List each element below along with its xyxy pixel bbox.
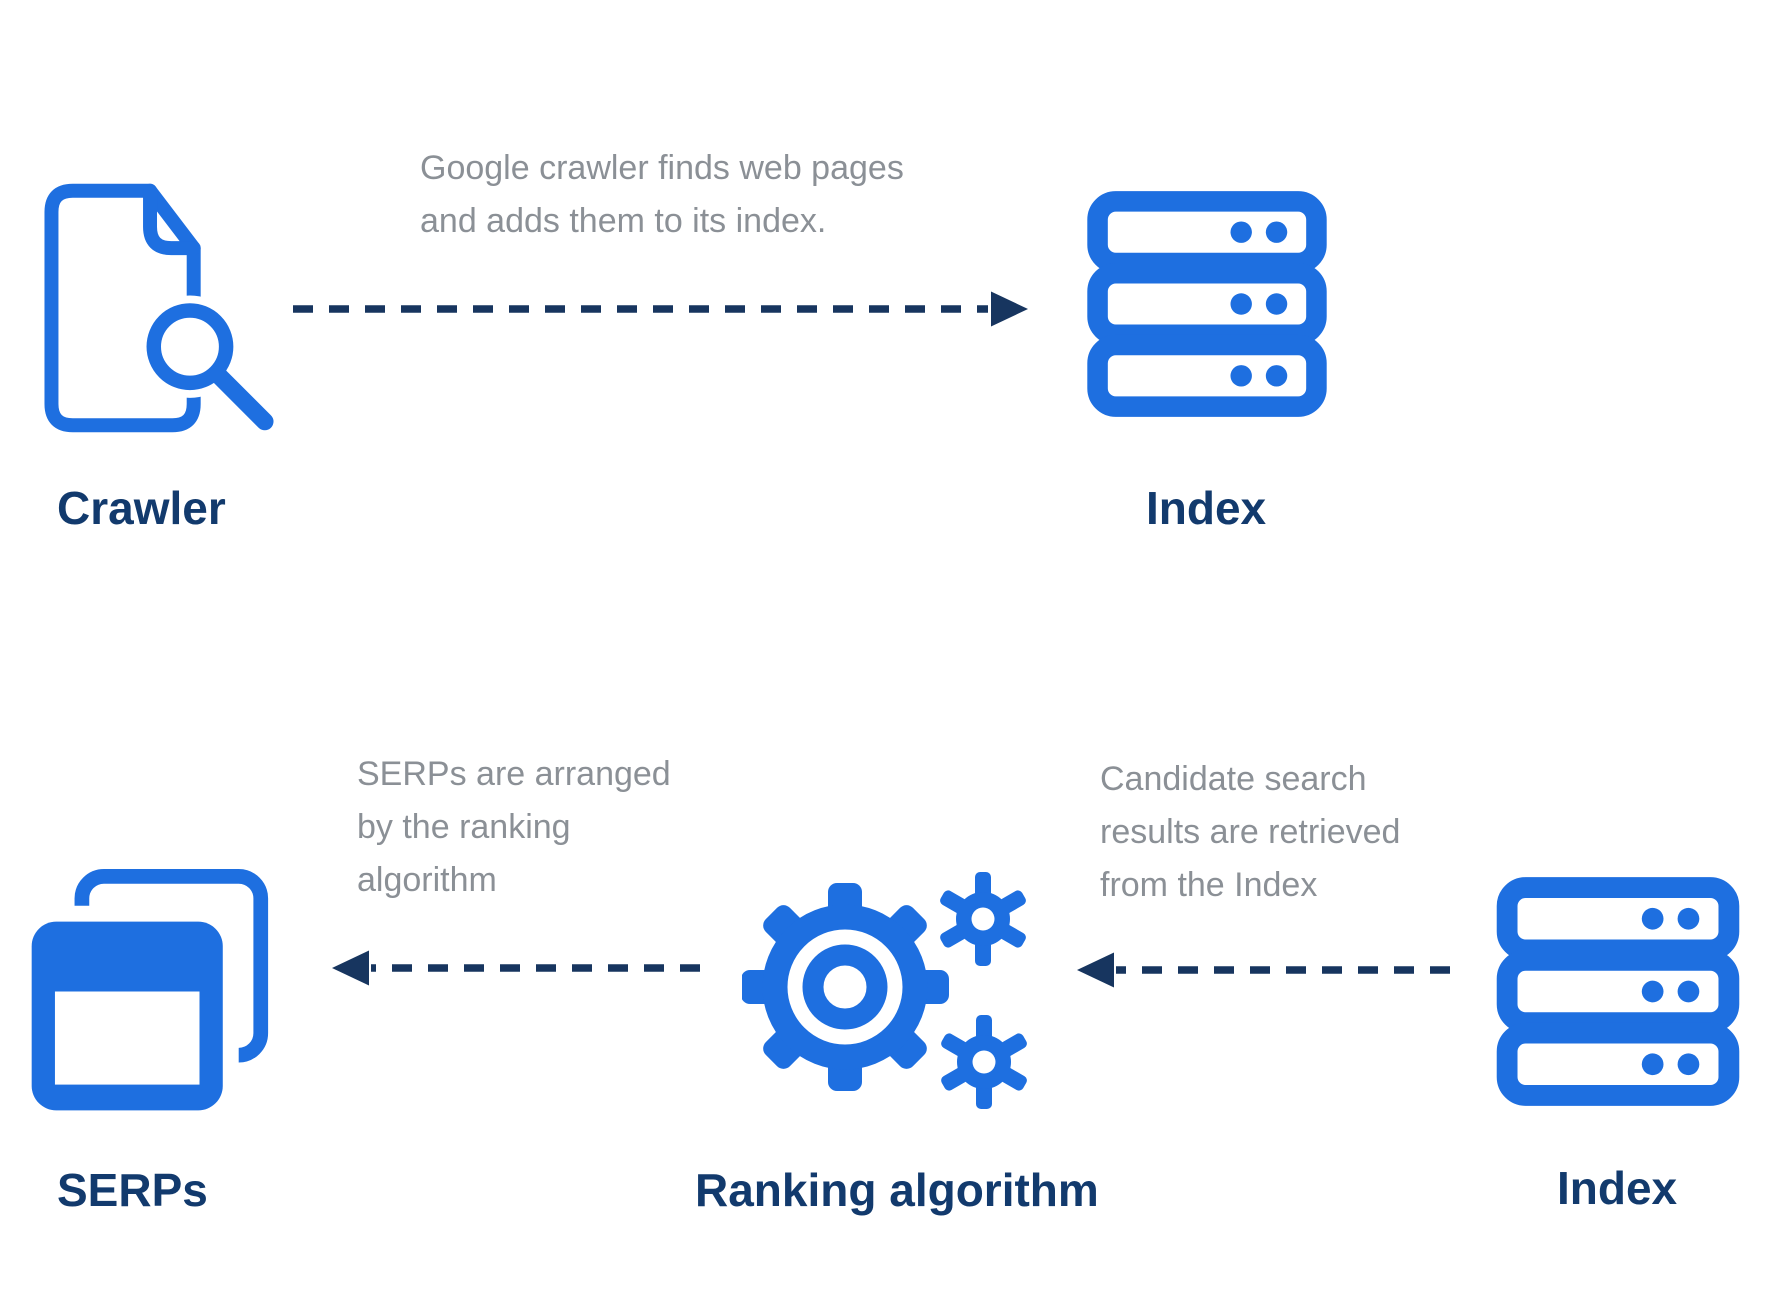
stacked-pages-icon bbox=[28, 869, 269, 1115]
dashed-arrow-crawler-to-index bbox=[293, 291, 1028, 327]
dashed-arrow-ranking-to-serps bbox=[332, 950, 700, 986]
gears-icon bbox=[742, 872, 1027, 1109]
node-label-serps: SERPs bbox=[57, 1164, 208, 1216]
server-stack-icon bbox=[1496, 877, 1740, 1106]
node-label-crawler: Crawler bbox=[57, 482, 226, 534]
caption-line: results are retrieved bbox=[1100, 813, 1401, 851]
caption-line: Candidate search bbox=[1100, 760, 1367, 798]
caption-line: Google crawler finds web pages bbox=[420, 149, 904, 187]
caption-line: by the ranking bbox=[357, 808, 571, 846]
caption-serps: SERPs are arranged by the ranking algori… bbox=[357, 748, 671, 907]
node-label-index-top: Index bbox=[1146, 482, 1267, 534]
caption-line: SERPs are arranged bbox=[357, 755, 671, 793]
caption-line: algorithm bbox=[357, 861, 497, 899]
node-label-index-bottom: Index bbox=[1557, 1162, 1678, 1214]
caption-crawl: Google crawler finds web pages and adds … bbox=[420, 142, 904, 248]
node-label-ranking: Ranking algorithm bbox=[695, 1164, 1099, 1216]
caption-line: and adds them to its index. bbox=[420, 202, 827, 240]
dashed-arrow-index-to-ranking bbox=[1077, 952, 1450, 988]
caption-line: from the Index bbox=[1100, 866, 1318, 904]
document-search-icon bbox=[44, 183, 282, 434]
caption-retrieve: Candidate search results are retrieved f… bbox=[1100, 753, 1400, 912]
server-stack-icon bbox=[1087, 191, 1327, 417]
